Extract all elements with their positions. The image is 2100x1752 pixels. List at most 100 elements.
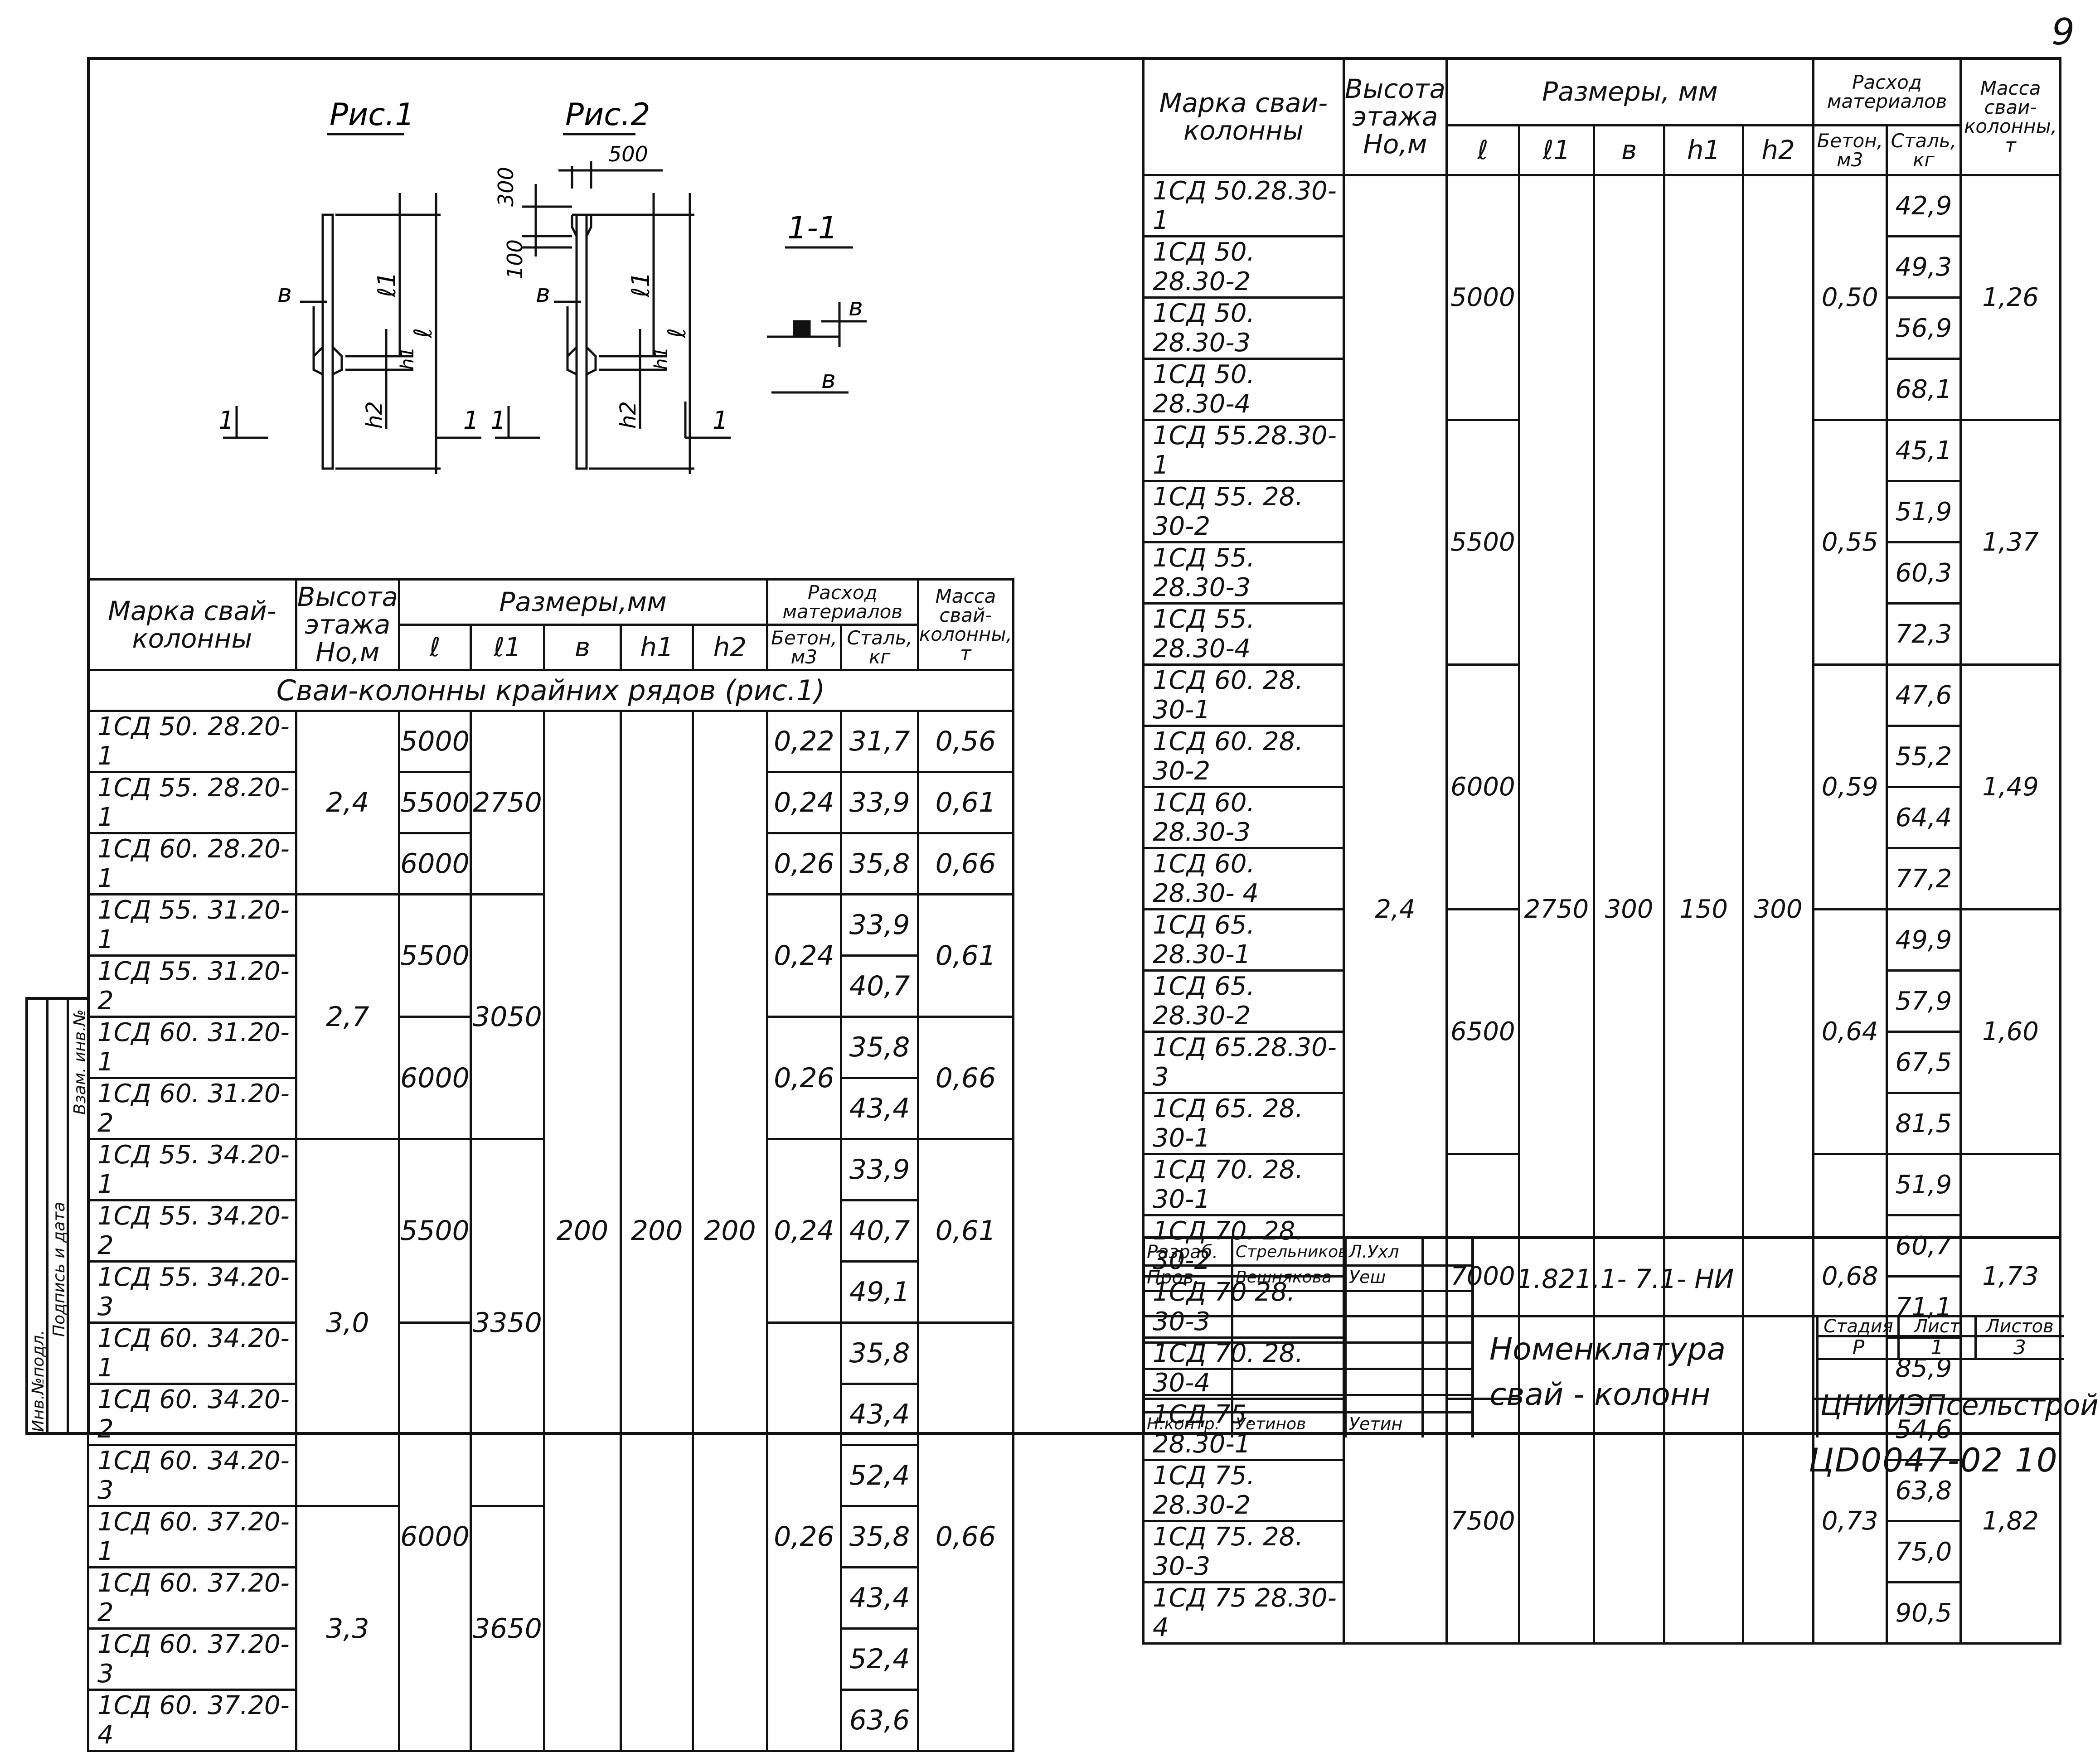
stamp-nkontr-sign: Уетин (1349, 1414, 1403, 1434)
side-label-vzam: Взам. инв.№ (71, 1009, 89, 1115)
th-concrete: Бетон, м3 (766, 624, 843, 671)
cell-steel: 54,6 (1885, 1398, 1962, 1461)
cell-steel: 75,0 (1885, 1520, 1962, 1583)
cell-height: 3,3 (295, 1505, 400, 1752)
dim-300: 300 (494, 167, 518, 207)
cell-steel: 33,9 (840, 893, 919, 957)
table-row: 1СД 55. 34.20-3 (87, 1260, 297, 1324)
cell-l1: 2750 (1518, 174, 1596, 1645)
cell-steel: 52,4 (840, 1627, 919, 1691)
fig1-l: ℓ (409, 328, 437, 339)
th-steel: Сталь, кг (1885, 124, 1962, 176)
th-concrete: Бетон, м3 (1812, 124, 1888, 176)
stamp-sheets-label: Листов (1986, 1316, 2054, 1337)
cell-concrete: 0,24 (766, 893, 843, 1018)
fig1-cut-left: 1 (218, 406, 234, 435)
cell-l: 5500 (1445, 419, 1520, 666)
cell-l: 6000 (1445, 663, 1520, 910)
fig1-l1: ℓ1 (373, 271, 401, 298)
fig2-h1: h1 (651, 347, 672, 370)
table-row: 1СД 55. 28. 30-2 (1142, 480, 1345, 543)
table-right: Марка сваи-колонны Высота этажа Но,м Раз… (1142, 57, 2061, 1684)
table-row: 1СД 55. 34.20-1 (87, 1138, 297, 1201)
table-row: 1СД 55. 28.30-3 (1142, 541, 1345, 605)
table-row: 1СД 70. 28. 30-2 (1142, 1214, 1345, 1278)
pile-figures: Рис.1 Рис.2 1-1 500 300 100 ℓ1 ℓ в h1 h2… (218, 97, 867, 474)
cell-l: 5500 (398, 771, 472, 834)
table-row: 1СД 50.28.30-1 (1142, 174, 1345, 237)
cell-mass: 0,61 (917, 1138, 1015, 1324)
cell-mass: 1,82 (1959, 1398, 2061, 1645)
cell-l1: 3050 (469, 893, 545, 1140)
table-row: 1СД 55.28.30-1 (1142, 419, 1345, 482)
cell-steel: 35,8 (840, 1505, 919, 1568)
cell-mass: 0,66 (917, 1016, 1015, 1140)
th-l: ℓ (1445, 124, 1520, 176)
cell-steel: 33,9 (840, 1138, 919, 1201)
cell-l: 7000 (1445, 1153, 1520, 1400)
table-right-blank (1143, 1642, 2061, 1684)
cell-concrete: 0,24 (766, 1138, 843, 1324)
th-height: Высота этажа Но,м (1342, 57, 1448, 176)
table-row: 1СД 55. 28.30-4 (1142, 602, 1345, 666)
th-sizes: Размеры,мм (398, 578, 768, 626)
th-l1: ℓ1 (469, 624, 545, 671)
cell-mass: 0,66 (917, 1321, 1015, 1752)
cell-steel: 47,6 (1885, 663, 1962, 727)
side-label-inv: Инв.№подл. (29, 1330, 48, 1432)
th-mass: Масса сваи-колонны, т (1959, 57, 2061, 176)
dim-100: 100 (503, 239, 527, 279)
table-row: 1СД 75. 28. 30-3 (1142, 1520, 1345, 1583)
table-row: 1СД 75. 28.30-2 (1142, 1459, 1345, 1522)
th-steel: Сталь, кг (840, 624, 919, 671)
th-mark: Марка сваи-колонны (1142, 57, 1345, 176)
cell-steel: 49,9 (1885, 908, 1962, 972)
fig1-h1: h1 (397, 347, 418, 370)
cell-l1: 3350 (469, 1138, 545, 1507)
cell-concrete: 0,22 (766, 710, 843, 773)
side-strip (25, 997, 87, 1435)
cell-mass: 1,26 (1959, 174, 2061, 421)
cell-steel: 42,9 (1885, 174, 1962, 237)
cell-mass: 1,37 (1959, 419, 2061, 666)
cell-steel: 77,2 (1885, 847, 1962, 910)
cell-concrete: 0,24 (766, 771, 843, 834)
table-row: 1СД 65. 28. 30-1 (1142, 1092, 1345, 1155)
cell-b: 300 (1593, 174, 1665, 1645)
cell-l1: 2750 (469, 710, 545, 895)
th-height: Высота этажа Но,м (295, 578, 400, 671)
table-row: 1СД 60. 37.20-2 (87, 1566, 297, 1630)
stamp-sheets: 3 (2013, 1336, 2026, 1359)
side-label-sign: Подпись и дата (50, 1201, 68, 1337)
dim-500: 500 (608, 142, 648, 166)
th-h1: h1 (619, 624, 694, 671)
fig2-cut-right: 1 (713, 406, 728, 435)
table-row: 1СД 70. 28. 30-1 (1142, 1153, 1345, 1216)
th-h2: h2 (692, 624, 768, 671)
fig1-h2: h2 (362, 401, 387, 429)
cell-h2: 200 (692, 710, 768, 1752)
cell-l: 6000 (398, 1321, 472, 1752)
cell-l: 5500 (398, 893, 472, 1018)
cell-concrete: 0,26 (766, 832, 843, 895)
cell-steel: 90,5 (1885, 1581, 1962, 1645)
table-row: 1СД 60. 28.30-3 (1142, 786, 1345, 849)
th-mark: Марка свай-колонны (87, 578, 297, 671)
cell-b: 200 (543, 710, 622, 1752)
bottom-code: ЦD0047-02 10 (1809, 1441, 2058, 1479)
table-row: 1СД 50. 28.30-4 (1142, 358, 1345, 421)
cell-steel: 60,7 (1885, 1214, 1962, 1278)
cell-steel: 31,7 (840, 710, 919, 773)
cell-height: 3,0 (295, 1138, 400, 1507)
stamp-doc-code: 1.821.1- 7.1- НИ (1517, 1263, 1734, 1294)
stamp-nkontr-name: Уетинов (1236, 1415, 1306, 1433)
stamp-razrab-sign: Л.Ухл (1349, 1242, 1399, 1262)
fig1-cut-right: 1 (463, 406, 479, 435)
cell-steel: 51,9 (1885, 480, 1962, 543)
cell-steel: 33,9 (840, 771, 919, 834)
cell-steel: 43,4 (840, 1077, 919, 1140)
cell-h1: 200 (619, 710, 694, 1752)
th-consumption: Расход материалов (766, 578, 919, 626)
table-row: 1СД 60. 37.20-1 (87, 1505, 297, 1568)
stamp-sheet-label: Лист (1914, 1316, 1960, 1337)
